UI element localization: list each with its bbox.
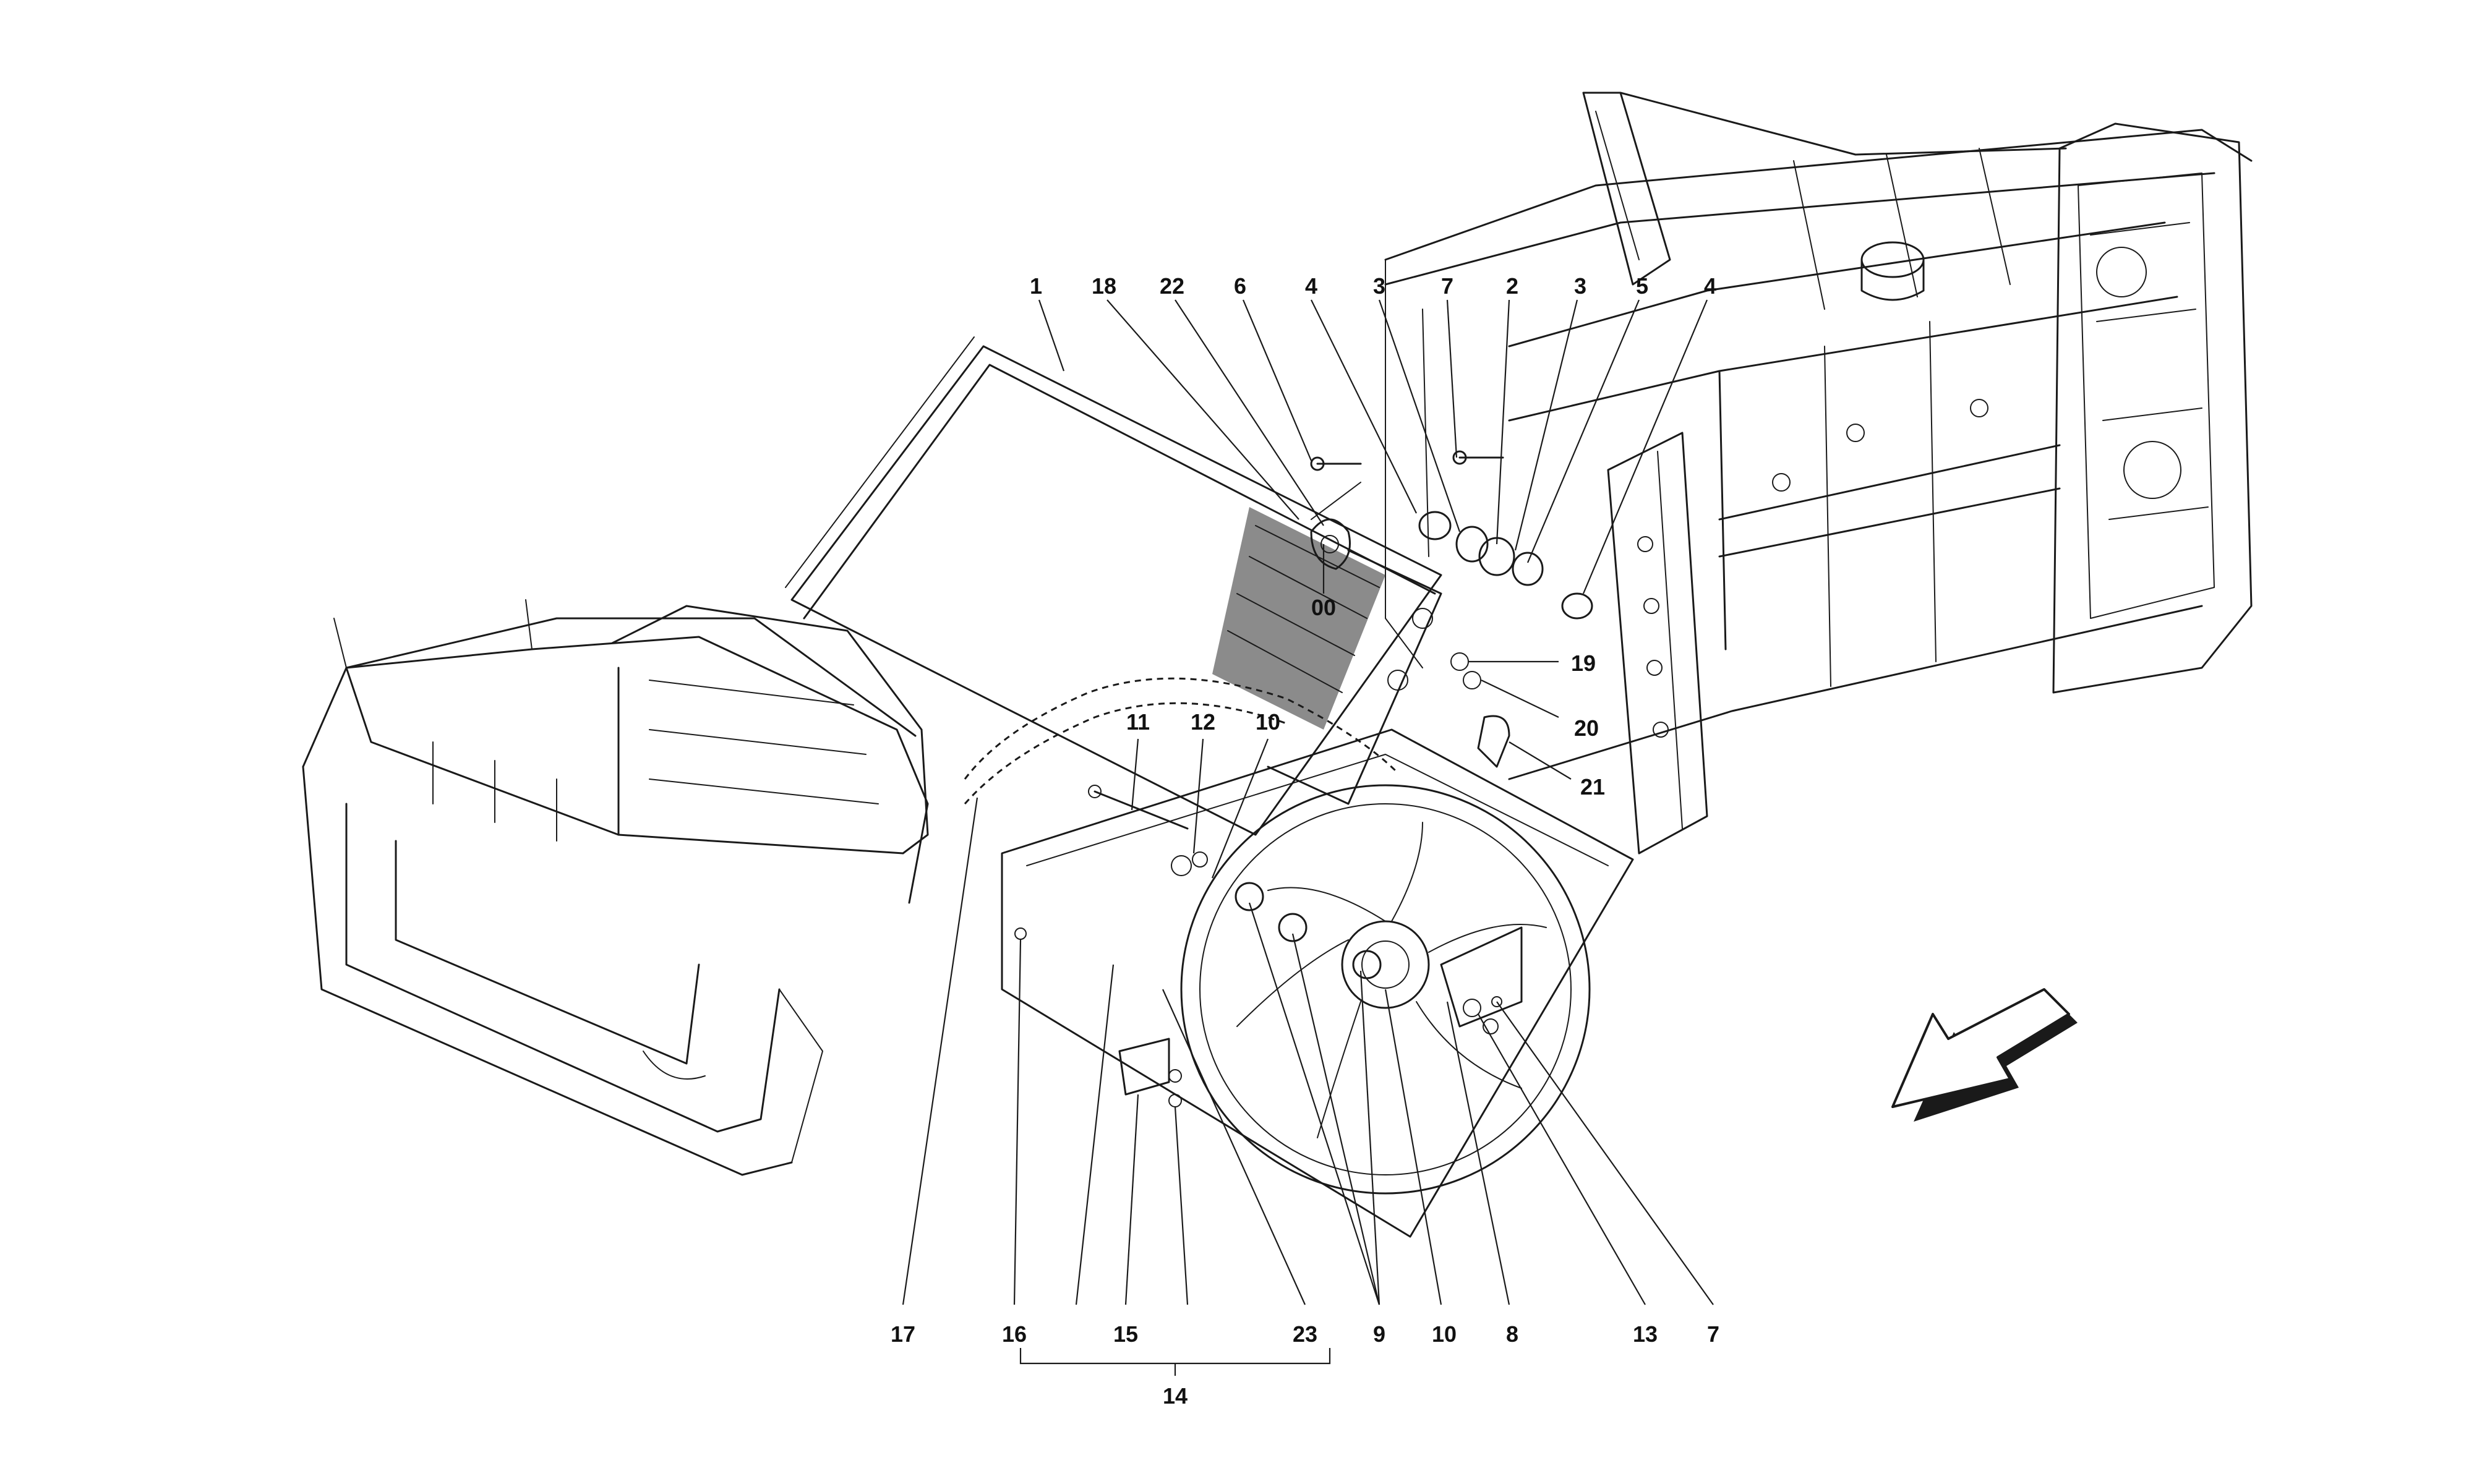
callout-9: 9: [1373, 1321, 1385, 1347]
front-body-duct: [302, 599, 929, 1176]
callout-10: 10: [1256, 709, 1280, 735]
callout-13: 13: [1633, 1321, 1658, 1347]
condenser-radiator: [785, 336, 1442, 876]
callout-18: 18: [1092, 273, 1116, 299]
fasteners: [1014, 450, 1593, 1107]
front-direction-arrow-icon: [1891, 988, 2078, 1122]
callout-4: 4: [1305, 273, 1317, 299]
callout-5: 5: [1636, 273, 1648, 299]
callout-14: 14: [1163, 1383, 1188, 1409]
callout-00: 00: [1311, 595, 1336, 620]
callout-8: 8: [1506, 1321, 1518, 1347]
callout-20: 20: [1574, 715, 1599, 741]
callout-7: 7: [1707, 1321, 1719, 1347]
radiator-core: [1212, 507, 1385, 730]
callout-3: 3: [1574, 273, 1586, 299]
callout-11: 11: [1126, 709, 1150, 735]
leader-lines: [902, 299, 1714, 1376]
callout-7: 7: [1441, 273, 1453, 299]
group-bracket: [1019, 1348, 1331, 1365]
callout-4: 4: [1704, 273, 1716, 299]
callout-19: 19: [1571, 650, 1596, 676]
callout-6: 6: [1234, 273, 1246, 299]
callout-17: 17: [891, 1321, 915, 1347]
callout-12: 12: [1191, 709, 1215, 735]
callout-labels: 1 18 22 6 4 3 7 2 3 5 4 00 19 20 21 11 1…: [891, 273, 1719, 1409]
callout-3: 3: [1373, 273, 1385, 299]
callout-23: 23: [1293, 1321, 1317, 1347]
cooling-fan-assembly: [1001, 728, 1634, 1238]
callout-2: 2: [1506, 273, 1518, 299]
callout-21: 21: [1580, 774, 1605, 800]
callout-10: 10: [1432, 1321, 1457, 1347]
callout-1: 1: [1030, 273, 1042, 299]
callout-16: 16: [1002, 1321, 1027, 1347]
chassis-frame: [1384, 92, 2253, 855]
coolant-hose: [964, 677, 1399, 780]
callout-15: 15: [1113, 1321, 1138, 1347]
callout-22: 22: [1160, 273, 1184, 299]
